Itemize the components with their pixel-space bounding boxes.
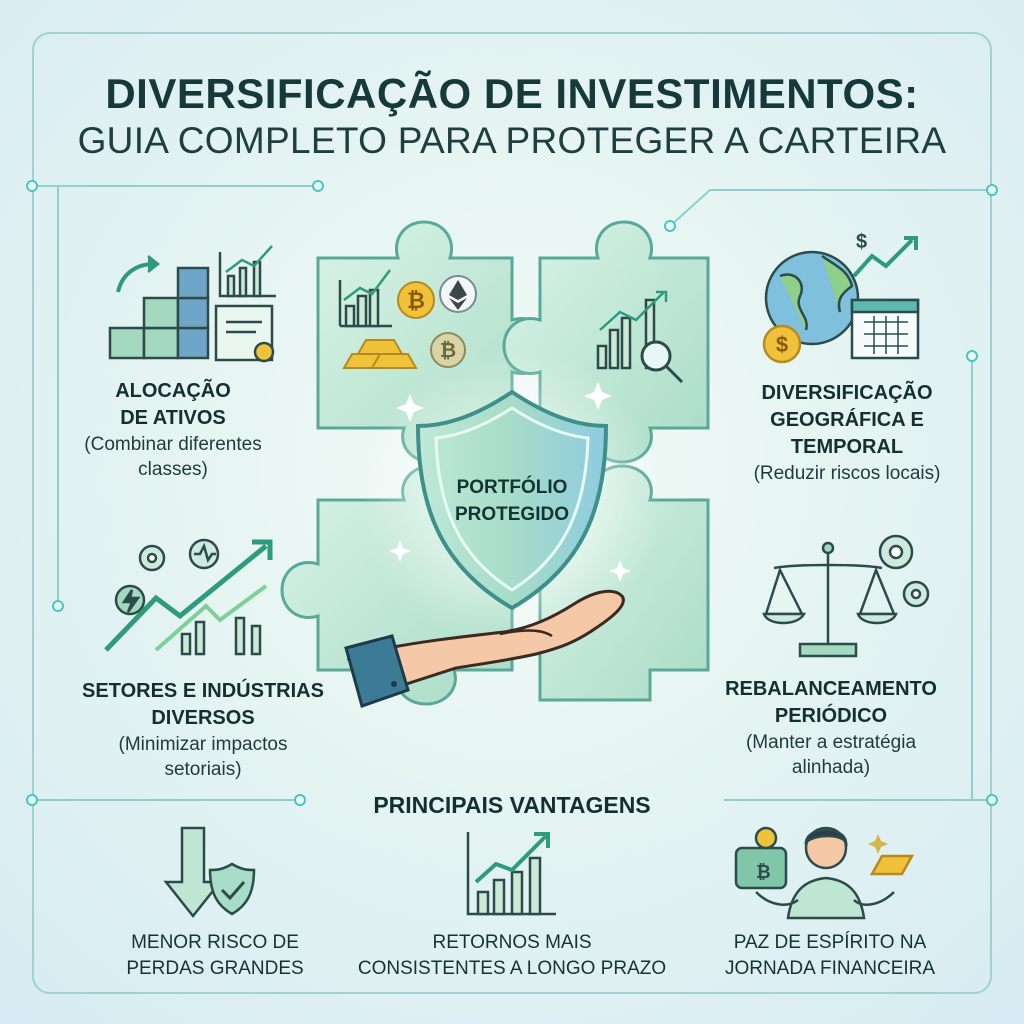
strategy-title: DIVERSIFICAÇÃO xyxy=(761,382,933,404)
shield-label-line2: PROTEGIDO xyxy=(454,504,569,525)
energy-bolt-icon xyxy=(114,584,146,616)
globe-icon xyxy=(764,250,860,346)
strategy-rebalance: REBALANCEAMENTO PERIÓDICO (Manter a estr… xyxy=(706,676,956,780)
growth-chart-icon xyxy=(466,832,556,916)
advantage-line: RETORNOS MAIS xyxy=(432,932,592,953)
strategy-description: setoriais) xyxy=(164,759,242,780)
advantage-peace-of-mind: PAZ DE ESPÍRITO NA JORNADA FINANCEIRA xyxy=(700,930,960,982)
shield-icon xyxy=(415,389,609,611)
gold-bars-icon xyxy=(342,339,418,369)
connector-node-icon xyxy=(664,220,676,232)
connector-node-icon xyxy=(312,180,324,192)
shield-check-icon xyxy=(208,862,256,916)
dollar-sign-icon: $ xyxy=(856,231,867,253)
advantage-line: PAZ DE ESPÍRITO NA xyxy=(733,932,927,953)
svg-text:₿: ₿ xyxy=(756,862,771,882)
strategy-title: REBALANCEAMENTO xyxy=(725,678,937,700)
strategy-description: (Reduzir riscos locais) xyxy=(753,463,941,484)
bar-chart-icon xyxy=(338,269,392,328)
returns-illustration xyxy=(466,832,556,916)
page-title: DIVERSIFICAÇÃO DE INVESTIMENTOS: xyxy=(105,70,919,117)
strategy-description: (Manter a estratégia xyxy=(745,732,917,753)
strategy-description: alinhada) xyxy=(791,757,871,778)
connector-node-icon xyxy=(966,350,978,362)
certificate-icon xyxy=(214,304,275,363)
hand-icon xyxy=(344,589,625,708)
ethereum-coin-icon xyxy=(439,275,477,313)
dollar-coin-icon: $ xyxy=(762,324,802,364)
page-subtitle: GUIA COMPLETO PARA PROTEGER A CARTEIRA xyxy=(77,120,947,161)
strategy-title: PERIÓDICO xyxy=(774,705,888,727)
advantage-consistent-returns: RETORNOS MAIS CONSISTENTES A LONGO PRAZO xyxy=(340,930,684,982)
sectors-illustration xyxy=(104,538,273,656)
outer-frame xyxy=(32,32,992,994)
advantage-lower-risk: MENOR RISCO DE PERDAS GRANDES xyxy=(100,930,330,982)
balance-scale-icon xyxy=(762,541,898,658)
strategy-geographic-temporal: DIVERSIFICAÇÃO GEOGRÁFICA E TEMPORAL (Re… xyxy=(722,380,972,486)
connector-node-icon xyxy=(26,180,38,192)
shield-label-line1: PORTFÓLIO xyxy=(456,477,568,498)
connector-node-icon xyxy=(26,794,38,806)
strategy-description: classes) xyxy=(138,459,208,480)
wallet-icon: ₿ xyxy=(734,826,788,890)
connector-node-icon xyxy=(986,184,998,196)
strategy-title: DE ATIVOS xyxy=(120,407,226,429)
gear-icon xyxy=(138,544,166,572)
magnifier-icon xyxy=(640,340,684,384)
calendar-icon xyxy=(850,298,920,360)
geographic-diversification-illustration: $ $ xyxy=(762,231,920,364)
sparkle-icon xyxy=(868,834,888,854)
lower-risk-illustration xyxy=(163,826,256,919)
svg-text:₿: ₿ xyxy=(407,288,425,313)
advantage-line: CONSISTENTES A LONGO PRAZO xyxy=(357,958,667,979)
svg-text:₿: ₿ xyxy=(440,340,456,362)
connector-node-icon xyxy=(52,600,64,612)
advantage-line: PERDAS GRANDES xyxy=(126,958,304,979)
strategy-title: ALOCAÇÃO xyxy=(115,380,231,402)
connector-node-icon xyxy=(986,794,998,806)
strategy-description: (Minimizar impactos xyxy=(118,734,288,755)
shield-label: PORTFÓLIO PROTEGIDO xyxy=(412,474,612,528)
strategy-sectors: SETORES E INDÚSTRIAS DIVERSOS (Minimizar… xyxy=(58,678,348,782)
strategy-asset-allocation: ALOCAÇÃO DE ATIVOS (Combinar diferentes … xyxy=(58,378,288,482)
line-chart-icon xyxy=(218,245,276,298)
gold-bar-icon xyxy=(869,854,915,876)
strategy-title: DIVERSOS xyxy=(151,707,255,729)
asset-allocation-illustration xyxy=(108,245,276,363)
rebalance-illustration xyxy=(762,534,930,658)
down-arrow-icon xyxy=(163,826,223,919)
advantage-line: JORNADA FINANCEIRA xyxy=(724,958,936,979)
advantage-line: MENOR RISCO DE xyxy=(131,932,299,953)
person-avatar-icon xyxy=(755,826,895,920)
connector-node-icon xyxy=(294,794,306,806)
strategy-title: TEMPORAL xyxy=(790,436,904,458)
peace-of-mind-illustration: ₿ xyxy=(734,826,915,920)
heartbeat-icon xyxy=(188,538,220,570)
strategy-title: SETORES E INDÚSTRIAS xyxy=(82,680,324,702)
strategy-title: GEOGRÁFICA E xyxy=(770,409,924,431)
sparkle-icon xyxy=(389,382,631,582)
svg-text:$: $ xyxy=(776,332,788,357)
strategy-description: (Combinar diferentes xyxy=(84,434,262,455)
gears-icon xyxy=(878,534,930,608)
building-blocks-icon xyxy=(108,266,210,360)
bitcoin-coin-icon: ₿ xyxy=(397,281,435,319)
advantages-title: PRINCIPAIS VANTAGENS xyxy=(373,792,651,818)
